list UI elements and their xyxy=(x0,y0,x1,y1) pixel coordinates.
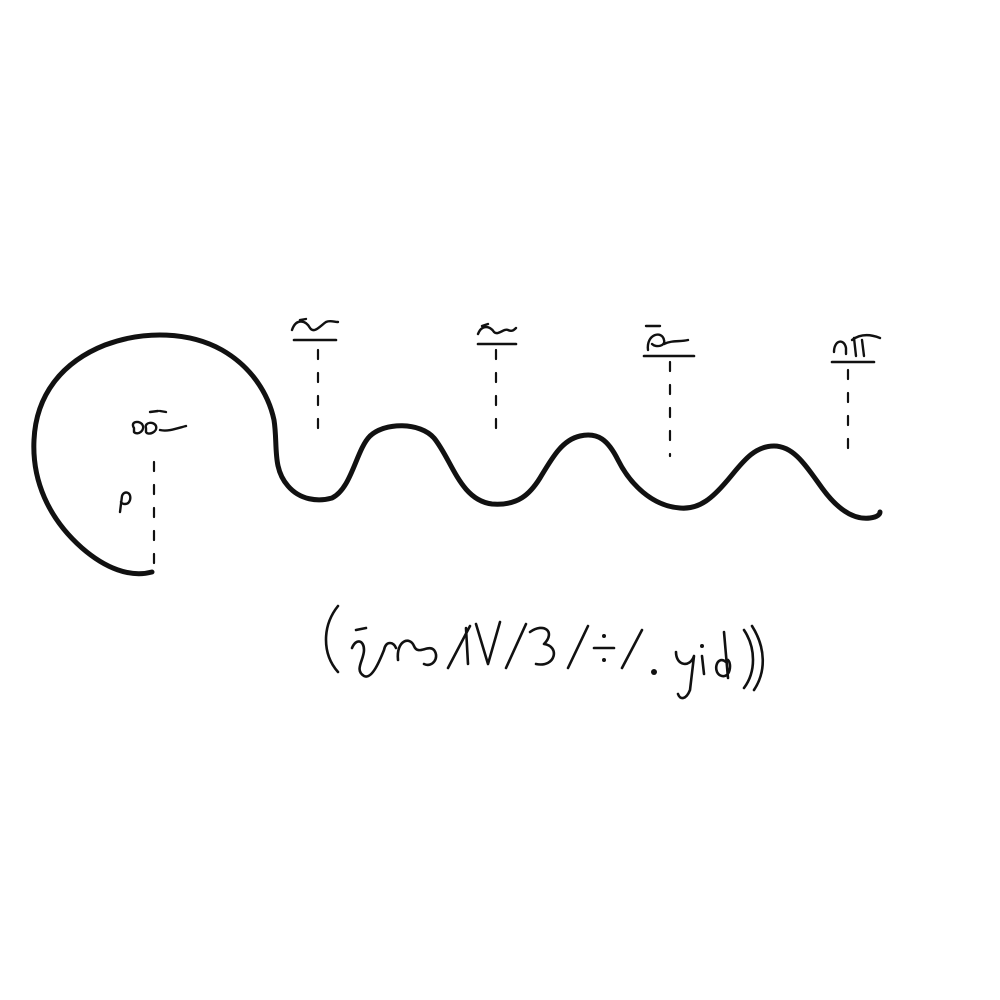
peak-marker-2 xyxy=(476,322,518,438)
peak-marker-1 xyxy=(290,317,340,440)
peak-marker-3 xyxy=(642,324,696,458)
center-mark-glyph xyxy=(131,409,188,435)
caption xyxy=(324,604,765,700)
wave-outline xyxy=(31,332,883,577)
center-point-glyph xyxy=(118,491,132,514)
peak-marker-4 xyxy=(830,334,882,458)
